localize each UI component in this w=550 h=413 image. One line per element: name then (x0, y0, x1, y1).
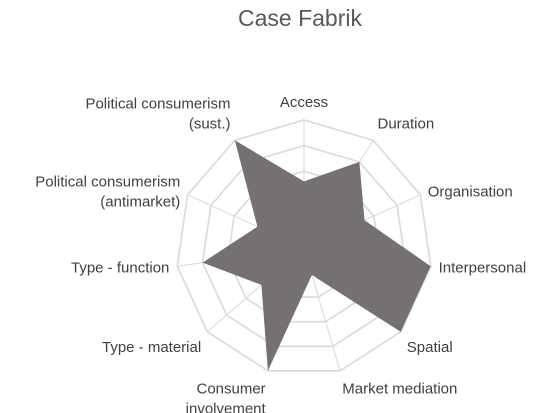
category-label-type-material: Type - material (102, 339, 201, 356)
grid-ring-3 (227, 170, 381, 323)
category-label-organisation: Organisation (428, 184, 513, 201)
category-label-type-function: Type - function (71, 259, 169, 276)
grid-ring-5 (176, 119, 432, 372)
grid-ring-4 (201, 144, 407, 348)
category-labels: AccessDurationOrganisationInterpersonalS… (35, 94, 526, 413)
category-label-access: Access (280, 94, 328, 111)
category-label-political-consumerism-sust: Political consumerism(sust.) (85, 96, 230, 133)
chart-title: Case Fabrik (238, 5, 362, 31)
category-label-political-consumerism-antimarket: Political consumerism(antimarket) (35, 174, 180, 211)
category-label-spatial: Spatial (407, 339, 453, 356)
radar-series-layer (202, 140, 431, 371)
category-label-interpersonal: Interpersonal (439, 259, 527, 276)
series-area-1 (202, 140, 431, 371)
category-label-duration: Duration (378, 116, 435, 133)
category-label-market-mediation: Market mediation (342, 381, 457, 398)
